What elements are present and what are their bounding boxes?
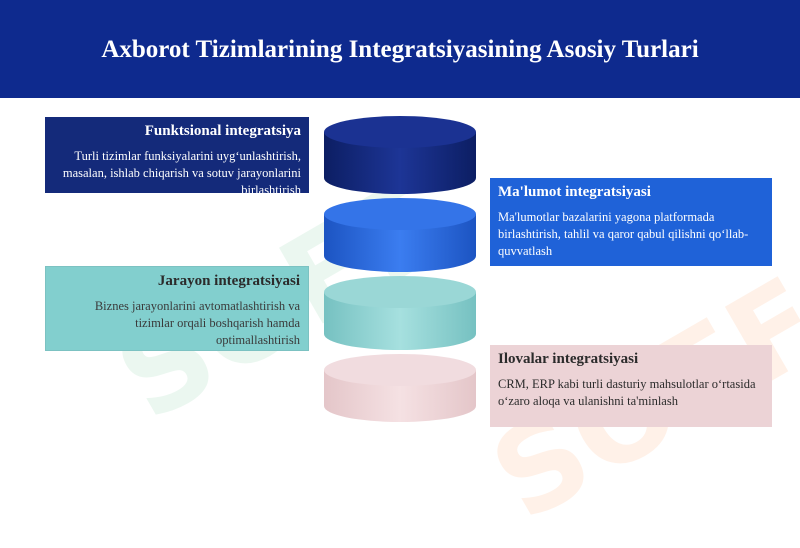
page-title: Axborot Tizimlarining Integratsiyasining… — [101, 35, 699, 63]
card-description: Biznes jarayonlarini avtomatlashtirish v… — [94, 299, 300, 347]
card-jarayon: Jarayon integratsiyasi Biznes jarayonlar… — [45, 266, 309, 351]
cylinder-layer-navy — [324, 116, 476, 194]
cylinder-layer-teal — [324, 276, 476, 350]
card-ilovalar: Ilovalar integratsiyasi CRM, ERP kabi tu… — [490, 345, 772, 427]
card-malumot: Ma'lumot integratsiyasi Ma'lumotlar baza… — [490, 178, 772, 266]
cylinder-layer-pink — [324, 354, 476, 422]
header-banner: Axborot Tizimlarining Integratsiyasining… — [0, 0, 800, 98]
card-description: CRM, ERP kabi turli dasturiy mahsulotlar… — [498, 377, 756, 408]
card-description: Turli tizimlar funksiyalarini uyg‘unlash… — [62, 149, 301, 197]
card-title: Ma'lumot integratsiyasi — [498, 184, 651, 200]
cylinder-layer-blue — [324, 198, 476, 272]
card-title: Jarayon integratsiyasi — [157, 273, 300, 289]
card-title: Funktsional integratsiya — [144, 123, 301, 139]
cylinder-stack — [324, 116, 476, 422]
card-description: Ma'lumotlar bazalarini yagona platformad… — [498, 210, 749, 258]
card-title: Ilovalar integratsiyasi — [498, 351, 639, 367]
card-funktsional: Funktsional integratsiya Turli tizimlar … — [45, 117, 309, 197]
